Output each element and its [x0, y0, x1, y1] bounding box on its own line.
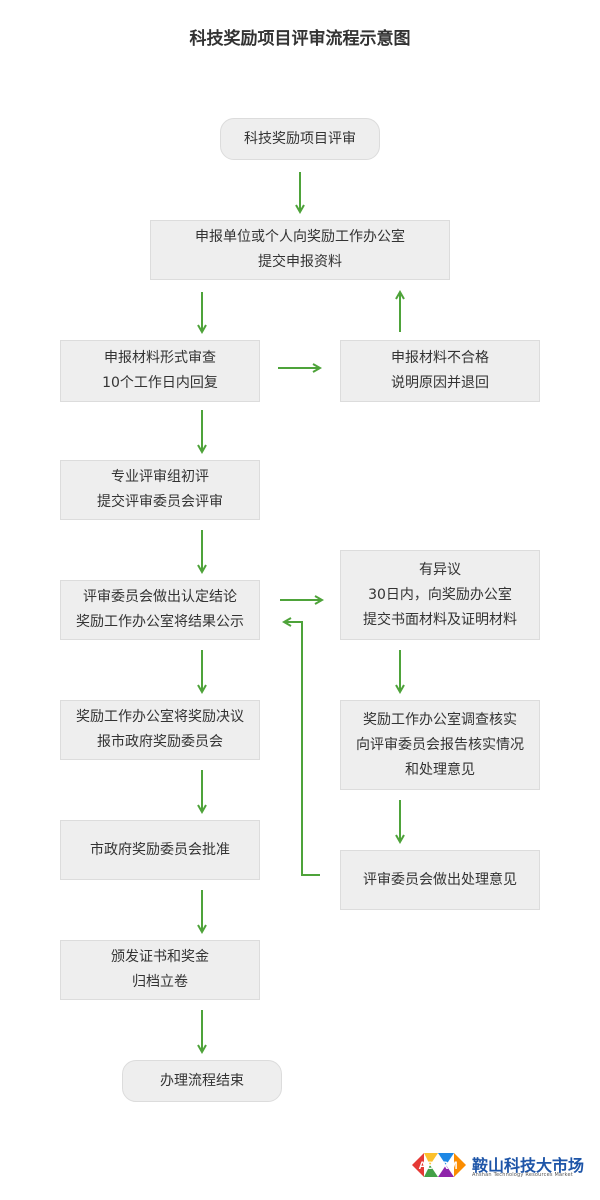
node-report: 奖励工作办公室将奖励决议 报市政府奖励委员会 [60, 700, 260, 760]
node-start: 科技奖励项目评审 [220, 118, 380, 160]
node-expert: 专业评审组初评 提交评审委员会评审 [60, 460, 260, 520]
astrm-logo-mark: ASTRM [412, 1153, 466, 1177]
node-award: 颁发证书和奖金 归档立卷 [60, 940, 260, 1000]
svg-text:ASTRM: ASTRM [418, 1160, 457, 1172]
node-objection: 有异议 30日内，向奖励办公室 提交书面材料及证明材料 [340, 550, 540, 640]
node-decision: 评审委员会做出处理意见 [340, 850, 540, 910]
page-title: 科技奖励项目评审流程示意图 [189, 29, 411, 49]
node-approve: 市政府奖励委员会批准 [60, 820, 260, 880]
node-end: 办理流程结束 [122, 1060, 282, 1102]
node-reject: 申报材料不合格 说明原因并退回 [340, 340, 540, 402]
node-committee: 评审委员会做出认定结论 奖励工作办公室将结果公示 [60, 580, 260, 640]
logo-subtitle: Anshan Technology Resources Market [472, 1172, 573, 1178]
arrow-decision-to-committee [284, 622, 320, 876]
node-submit: 申报单位或个人向奖励工作办公室 提交申报资料 [150, 220, 450, 280]
logo: ASTRM 鞍山科技大市场 Anshan Technology Resource… [408, 1148, 593, 1184]
logo-name: 鞍山科技大市场 [472, 1156, 585, 1175]
node-review: 申报材料形式审查 10个工作日内回复 [60, 340, 260, 402]
node-investigate: 奖励工作办公室调查核实 向评审委员会报告核实情况 和处理意见 [340, 700, 540, 790]
